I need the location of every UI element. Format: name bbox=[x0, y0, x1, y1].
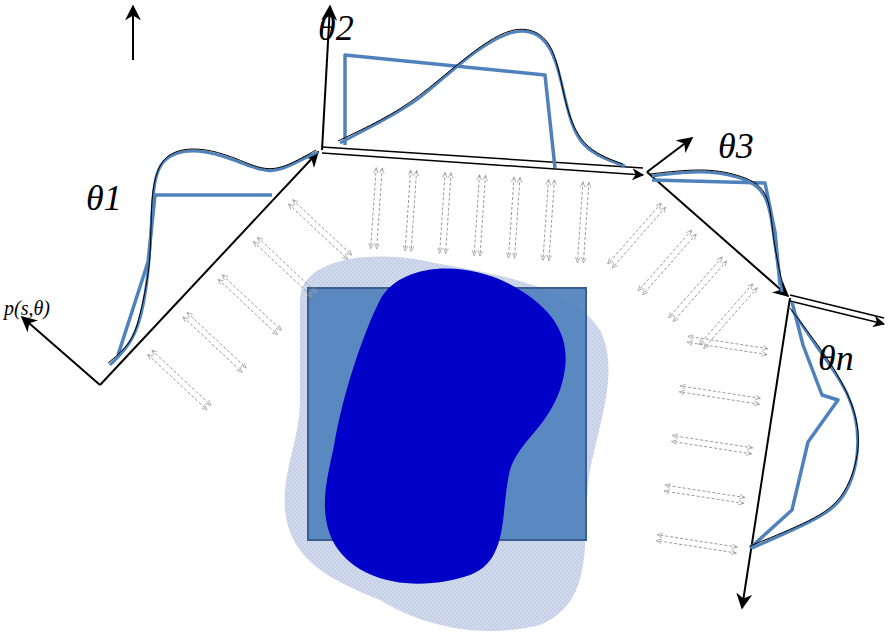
ray-arrow bbox=[187, 312, 246, 367]
profile-curve bbox=[750, 308, 858, 546]
profile-curve bbox=[752, 310, 858, 548]
ray-arrow bbox=[687, 342, 767, 354]
projection-label: p(s,θ) bbox=[4, 298, 50, 318]
measured-profiles bbox=[108, 29, 858, 548]
ray-arrow bbox=[657, 535, 737, 547]
ray-arrow bbox=[643, 234, 697, 295]
profile-curve bbox=[340, 31, 625, 166]
ray-arrow bbox=[583, 182, 589, 263]
ray-arrow bbox=[405, 170, 411, 251]
ray-arrow bbox=[665, 485, 745, 497]
ray-arrows bbox=[148, 168, 768, 553]
halo-region bbox=[285, 256, 609, 631]
ray-arrow bbox=[222, 275, 281, 330]
blob-object bbox=[325, 268, 566, 583]
ray-arrow bbox=[669, 257, 723, 318]
detector-axes bbox=[22, 6, 884, 608]
angle-label: θ2 bbox=[318, 10, 354, 46]
ray-arrow bbox=[699, 284, 753, 345]
ray-arrow bbox=[656, 541, 736, 553]
ray-arrow bbox=[672, 441, 752, 453]
ray-arrow bbox=[704, 288, 758, 349]
angle-label: θn bbox=[818, 340, 854, 376]
profile-curve bbox=[110, 151, 318, 365]
object bbox=[285, 256, 609, 631]
ray-arrow bbox=[638, 230, 692, 291]
ray-arrow bbox=[480, 175, 486, 256]
ray-arrow bbox=[183, 317, 242, 372]
ray-arrow bbox=[148, 354, 207, 409]
ray-arrow bbox=[371, 168, 377, 249]
ray-arrow bbox=[152, 350, 211, 405]
ray-arrow bbox=[474, 175, 480, 256]
ray-arrow bbox=[612, 207, 666, 268]
ray-arrow bbox=[543, 179, 549, 260]
ray-arrow bbox=[509, 177, 515, 258]
ray-arrow bbox=[577, 182, 583, 263]
ray-arrow bbox=[218, 279, 277, 334]
ray-arrow bbox=[514, 178, 520, 259]
ray-arrow bbox=[440, 172, 446, 253]
ray-arrow bbox=[664, 491, 744, 503]
ray-arrow bbox=[377, 168, 383, 249]
ray-arrow bbox=[411, 170, 417, 251]
ray-arrow bbox=[673, 261, 727, 322]
ray-arrow bbox=[446, 173, 452, 254]
ray-arrow bbox=[680, 386, 760, 398]
ray-arrow bbox=[679, 392, 759, 404]
ray-arrow bbox=[688, 336, 768, 348]
ray-arrow bbox=[289, 204, 348, 259]
angle-label: θ3 bbox=[718, 128, 754, 164]
ray-arrow bbox=[257, 237, 316, 292]
ray-arrow bbox=[608, 203, 662, 264]
ray-arrow bbox=[549, 180, 555, 261]
profile-curve bbox=[650, 170, 784, 290]
angle-label: θ1 bbox=[86, 180, 122, 216]
ray-arrow bbox=[293, 200, 352, 255]
profile-curve bbox=[108, 149, 316, 363]
ray-arrow bbox=[253, 242, 312, 297]
ray-arrow bbox=[673, 435, 753, 447]
profile-curve bbox=[338, 29, 623, 164]
step-profiles bbox=[118, 55, 838, 548]
